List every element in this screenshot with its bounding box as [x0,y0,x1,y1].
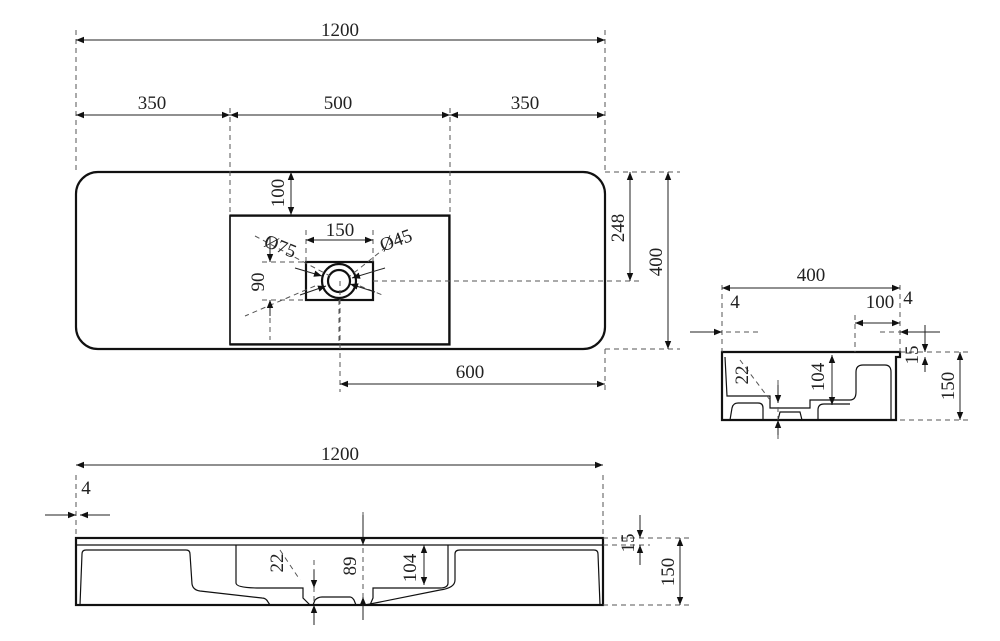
label-overall-width: 1200 [321,20,359,41]
label-overflow-spacing: 150 [326,220,355,241]
label-left-margin: 350 [138,93,167,114]
label-depth: 400 [646,248,667,277]
label-front-top-thickness: 15 [618,534,639,553]
countertop-outline [74,170,607,351]
top-view: 1200 350 500 350 100 248 400 600 150 90 … [74,20,680,392]
label-side-basin-depth: 104 [808,362,829,391]
label-basin-offset-top: 100 [268,179,289,208]
label-front-wall: 4 [81,478,91,499]
label-side-wall-left: 4 [730,292,740,313]
side-view: 400 4 100 4 15 150 22 104 [690,265,970,440]
label-front-basin-depth: 104 [400,553,421,582]
label-overflow-height: 90 [248,273,269,292]
label-dia-inner: Ø45 [377,225,415,256]
label-basin-width: 500 [324,93,353,114]
label-front-height: 150 [658,558,679,587]
label-front-drain-height: 89 [340,557,361,576]
label-side-depth: 400 [797,265,826,286]
label-right-margin: 350 [511,93,540,114]
label-drain-from-right: 600 [456,362,485,383]
label-side-wall-right: 4 [903,288,913,309]
label-dia-outer: Ø75 [261,231,299,263]
label-side-height: 150 [938,372,959,401]
drain-outer-circle [320,262,358,300]
front-outline [74,536,605,607]
label-drain-offset: 248 [608,214,629,243]
label-side-lip-width: 100 [866,292,895,313]
front-view: 1200 4 15 150 22 89 104 [45,444,690,625]
label-side-top-thickness: 15 [902,346,923,365]
label-front-drain-depth: 22 [267,554,288,573]
drain-inner-circle [326,268,352,294]
label-front-width: 1200 [321,444,359,465]
label-side-drain-depth: 22 [732,366,753,385]
